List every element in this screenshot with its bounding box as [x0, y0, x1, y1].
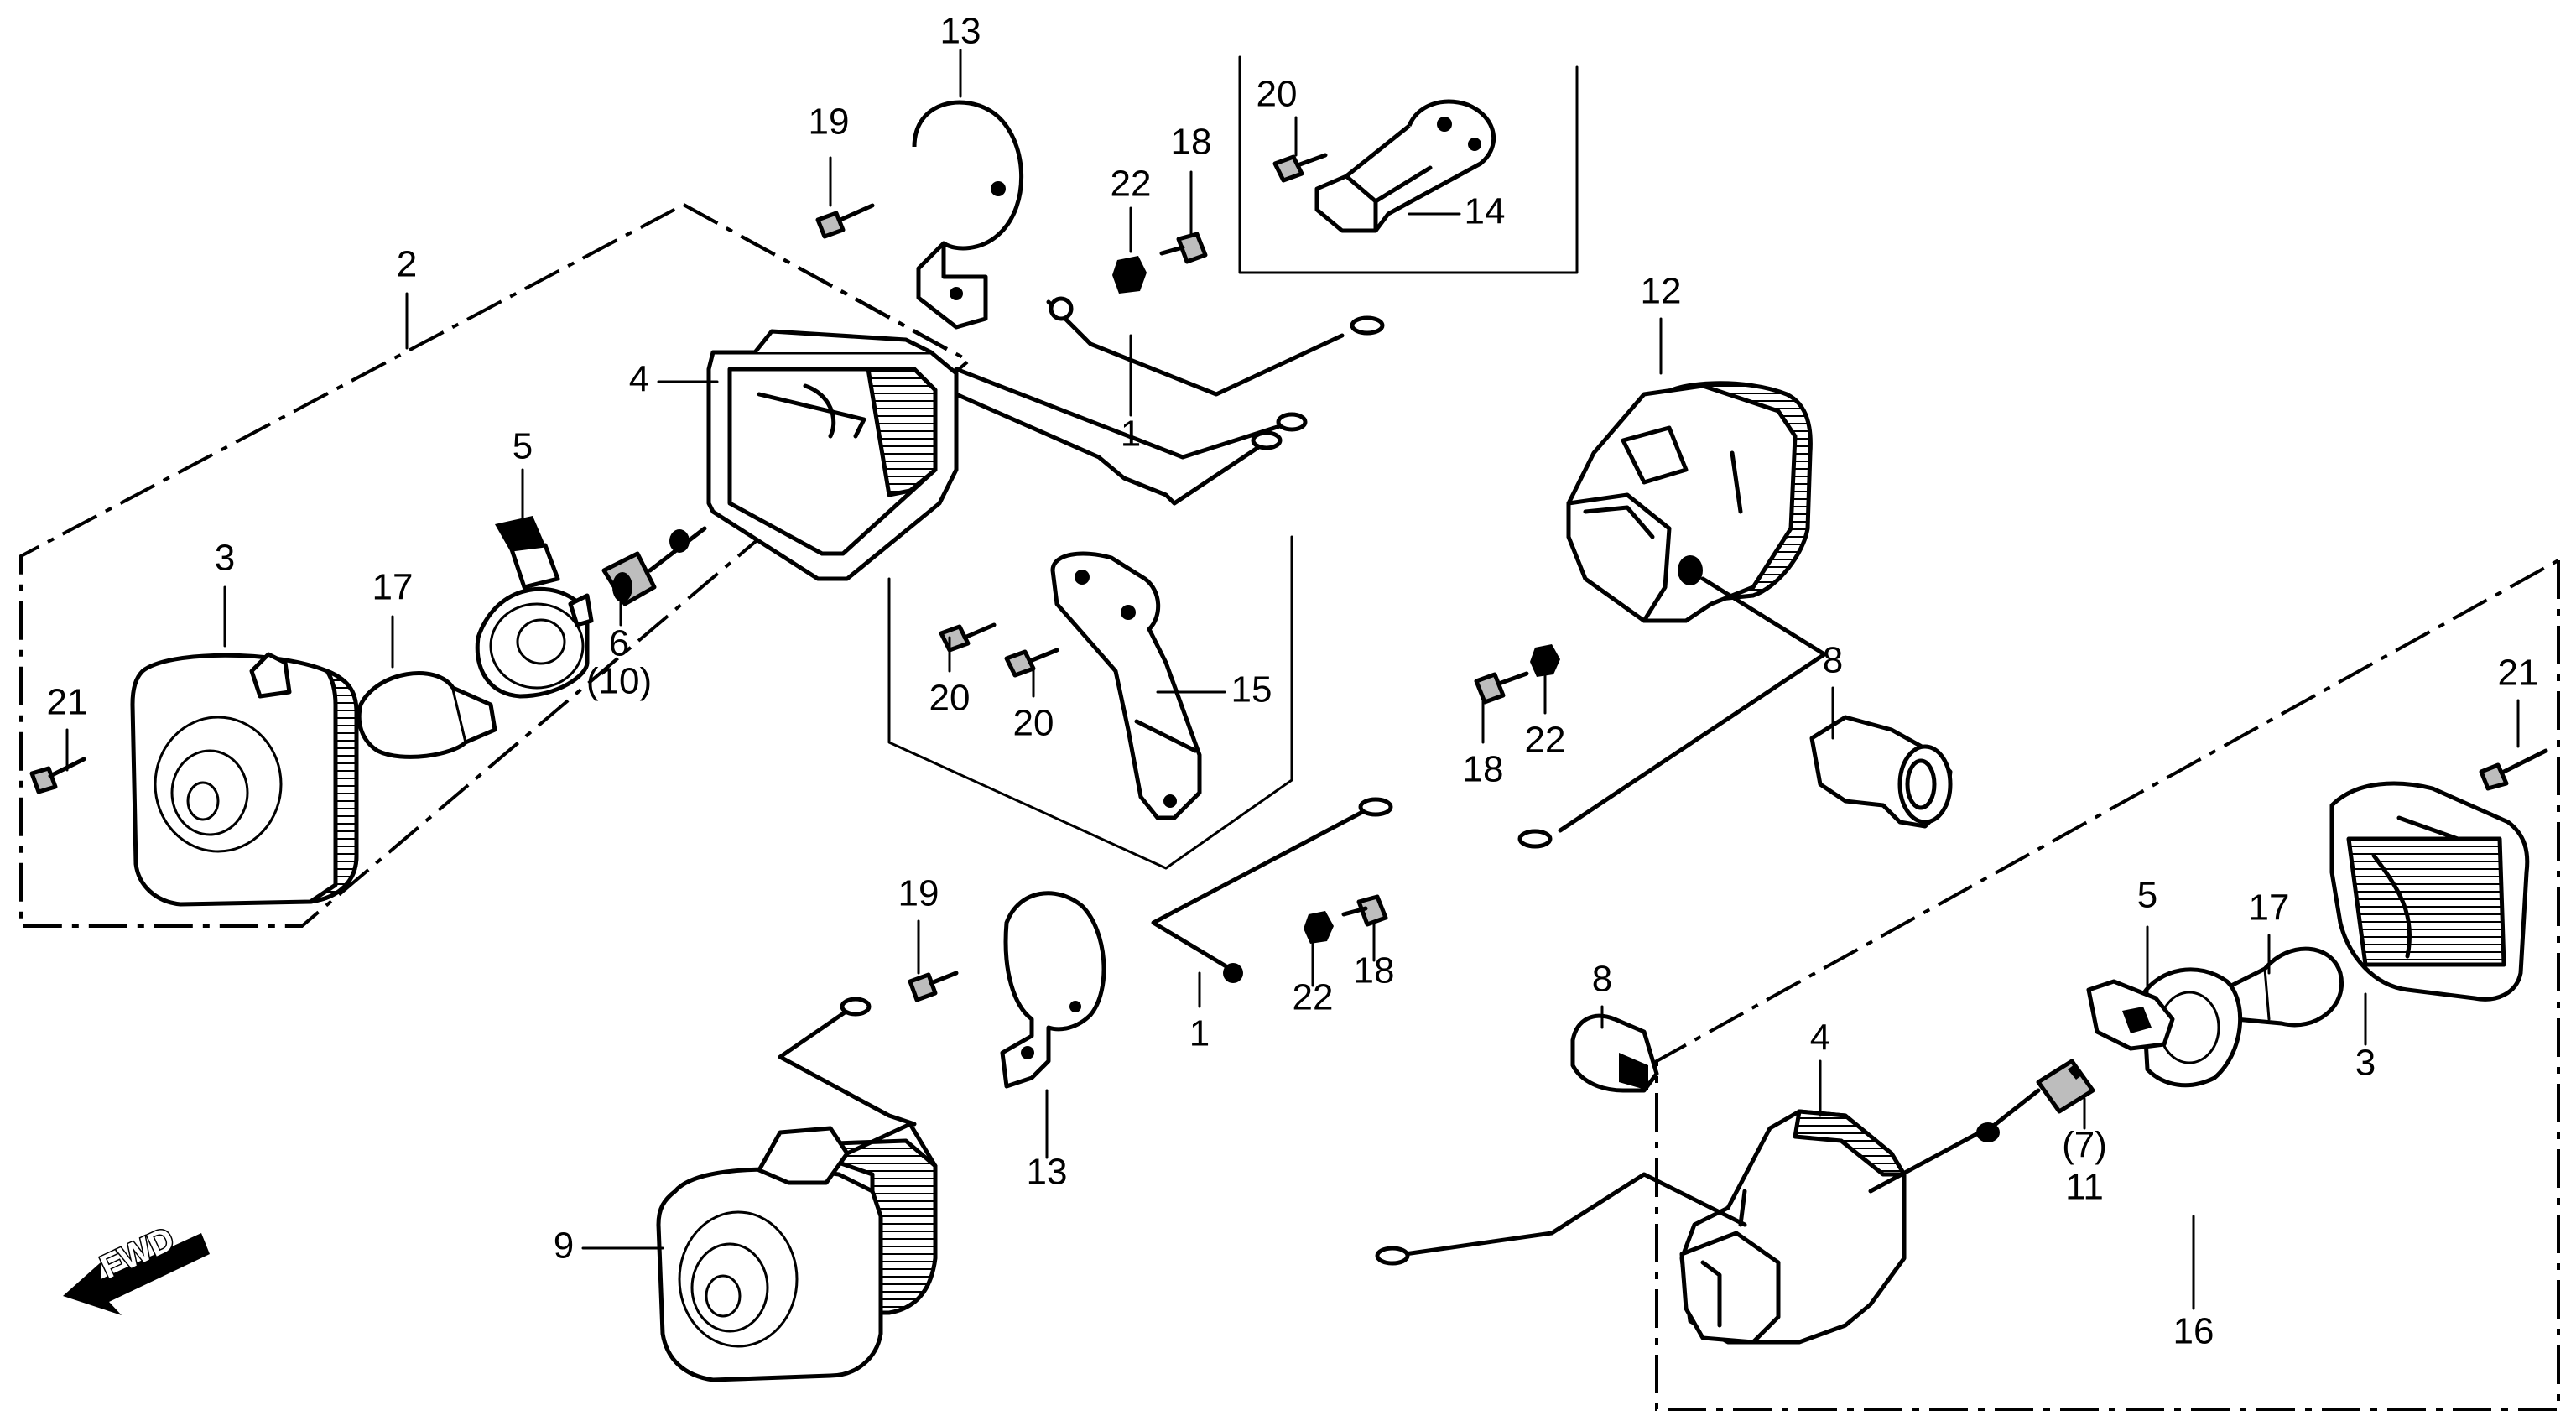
callout-3-left: 3 — [215, 538, 235, 579]
callout-22-mid: 22 — [1525, 720, 1566, 761]
callout-16: 16 — [2173, 1311, 2214, 1352]
callout-2: 2 — [397, 244, 417, 285]
nut-22-bottom — [1304, 911, 1334, 944]
winker-12 — [1566, 381, 1813, 623]
callout-17-left: 17 — [372, 567, 414, 608]
spring-6-left — [601, 526, 707, 606]
callout-11: 11 — [2065, 1167, 2104, 1208]
spring-11-right — [1976, 1059, 2095, 1142]
callout-21-left: 21 — [47, 682, 88, 723]
winker-lens-3-left — [130, 652, 359, 907]
callout-5-right: 5 — [2137, 875, 2157, 916]
bulb-17-right — [2220, 946, 2344, 1028]
callout-14: 14 — [1465, 191, 1506, 232]
callout-12: 12 — [1641, 271, 1682, 312]
callout-4-right: 4 — [1810, 1017, 1830, 1059]
mirror-bracket-13-top — [912, 100, 1023, 330]
callout-20-b: 20 — [1013, 703, 1054, 744]
callout-labels: 13 19 22 18 20 14 2 4 1 12 5 3 17 6 (10)… — [47, 11, 2539, 1352]
callout-19-bottom: 19 — [898, 873, 939, 914]
callout-4-left: 4 — [629, 359, 649, 400]
callout-3-right: 3 — [2355, 1043, 2376, 1084]
bulb-17-left — [356, 671, 497, 759]
wire-16 — [1375, 1130, 1982, 1266]
screw-20-a — [939, 622, 997, 653]
callout-18-top: 18 — [1171, 122, 1212, 163]
callout-18-bottom: 18 — [1354, 950, 1395, 991]
callout-22-top: 22 — [1111, 164, 1152, 205]
callout-7: (7) — [2062, 1125, 2107, 1166]
callout-20-top: 20 — [1257, 74, 1298, 115]
nut-22-mid — [1530, 644, 1560, 677]
screw-21-left — [29, 757, 86, 794]
forward-arrow-icon: FWD — [63, 1219, 210, 1315]
callout-20-a: 20 — [929, 678, 971, 719]
callout-5-left: 5 — [513, 426, 533, 467]
callout-8-rear: 8 — [1592, 959, 1612, 1000]
leader-lines — [65, 49, 2520, 1310]
screw-18-top — [1159, 232, 1208, 264]
callout-19-top: 19 — [809, 101, 850, 143]
winker-housing-4-right — [1679, 1109, 1907, 1345]
winker-housing-4-left — [706, 329, 959, 581]
callout-8-right: 8 — [1823, 640, 1843, 681]
wire-12 — [1517, 576, 1827, 849]
screw-20-b — [1004, 648, 1059, 678]
screw-21-right — [2479, 748, 2548, 791]
callout-13-top: 13 — [940, 11, 981, 52]
callout-15: 15 — [1231, 669, 1272, 710]
wire-1-left — [954, 296, 1385, 506]
callout-1-top: 1 — [1121, 414, 1141, 455]
group-outline-assembly-16 — [1655, 559, 2560, 1411]
group-outline-assembly-2 — [19, 203, 972, 928]
callout-13-bottom: 13 — [1027, 1152, 1068, 1193]
cover-8-right — [1809, 715, 1953, 829]
screw-18-bottom — [1341, 894, 1388, 927]
callout-10: (10) — [586, 661, 652, 702]
screw-19-bottom — [908, 971, 959, 1002]
callout-18-mid: 18 — [1463, 749, 1504, 790]
group-outline-bracket-14 — [1238, 55, 1579, 274]
mirror-bracket-13-bottom — [1000, 891, 1106, 1089]
callout-9: 9 — [554, 1226, 574, 1267]
winker-9 — [656, 997, 938, 1382]
callout-1-bottom: 1 — [1189, 1013, 1210, 1054]
callout-6: 6 — [609, 623, 629, 664]
socket-5-left — [475, 516, 594, 699]
group-outline-bracket-15 — [887, 535, 1293, 870]
callout-21-right: 21 — [2498, 653, 2539, 694]
wire-1-bottom — [1151, 797, 1393, 983]
cover-8-rear — [1570, 1013, 1659, 1093]
callout-22-bottom: 22 — [1293, 977, 1334, 1018]
bracket-14 — [1272, 99, 1496, 233]
socket-5-right — [2086, 967, 2243, 1088]
screw-19-top — [815, 203, 875, 239]
bracket-15 — [1050, 551, 1202, 820]
nut-22-top — [1112, 256, 1147, 294]
callout-17-right: 17 — [2249, 887, 2290, 929]
winker-lens-3-right — [2329, 781, 2530, 1002]
